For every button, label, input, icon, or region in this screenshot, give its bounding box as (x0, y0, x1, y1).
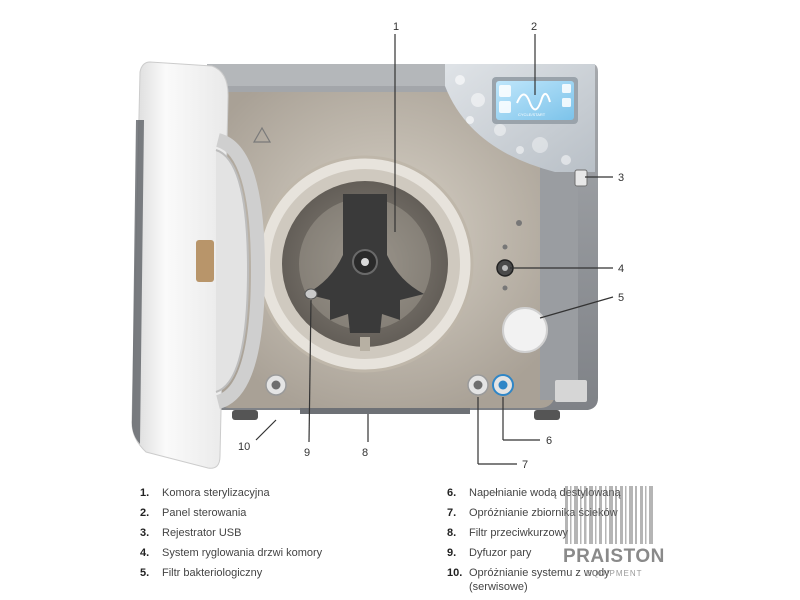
legend-number: 2. (140, 507, 150, 519)
legend-number: 10. (447, 567, 463, 579)
callout-10: 10 (238, 441, 250, 453)
chamber-door (131, 61, 266, 469)
callout-5: 5 (618, 292, 624, 304)
sterilization-chamber (256, 155, 474, 373)
legend-text: Filtr przeciwkurzowy (469, 527, 569, 539)
legend-number: 8. (447, 527, 457, 539)
callout-7: 7 (522, 459, 528, 470)
legend-item: 1. Komora sterylizacyjna (140, 483, 322, 503)
callout-1: 1 (393, 21, 399, 33)
legend-number: 6. (447, 487, 457, 499)
legend-text: Opróżnianie systemu z wody (serwisowe) (469, 567, 610, 593)
door-hinge (196, 240, 214, 282)
usb-recorder (574, 169, 588, 187)
legend-text: Rejestrator USB (162, 527, 242, 539)
legend-number: 3. (140, 527, 150, 539)
callout-8: 8 (362, 447, 368, 459)
callout-4: 4 (618, 263, 624, 275)
watermark-sub: EQUIPMENT (586, 569, 643, 578)
legend-item: 8. Filtr przeciwkurzowy (447, 523, 669, 543)
legend-text: Panel sterowania (162, 507, 247, 519)
down-icon (562, 98, 571, 107)
legend-item: 5. Filtr bakteriologiczny (140, 563, 322, 583)
menu-icon (499, 85, 511, 97)
watermark-brand: PRAISTON (563, 546, 665, 567)
legend-item: 4. System ryglowania drzwi komory (140, 543, 322, 563)
screen-label: CYCLE/START (518, 112, 546, 117)
callout-numbers: 1 2 3 4 5 6 7 8 9 10 (238, 21, 624, 470)
legend-number: 7. (447, 507, 457, 519)
warning-icon (252, 126, 272, 143)
legend-number: 4. (140, 547, 150, 559)
callout-9: 9 (304, 447, 310, 459)
steam-diffuser (304, 288, 318, 300)
legend-text: Dyfuzor pary (469, 547, 532, 559)
legend-number: 1. (140, 487, 150, 499)
leader-lines (255, 34, 614, 465)
water-connectors (265, 374, 514, 396)
legend-item: 2. Panel sterowania (140, 503, 322, 523)
autoclave-diagram: CYCLE/START (131, 21, 624, 470)
bacteriological-filter (502, 307, 548, 353)
link-icon (499, 101, 511, 113)
legend-text: Filtr bakteriologiczny (162, 567, 263, 579)
legend-item: 10. Opróżnianie systemu z wody (serwisow… (447, 566, 669, 594)
praiston-watermark: PRAISTON EQUIPMENT (560, 486, 664, 581)
legend-item: 6. Napełnianie wodą destylowaną (447, 483, 669, 503)
control-panel: CYCLE/START (445, 64, 595, 172)
up-icon (562, 84, 571, 93)
dust-filter (300, 408, 470, 414)
callout-6: 6 (546, 435, 552, 447)
legend-number: 5. (140, 567, 150, 579)
legend-text: Komora sterylizacyjna (162, 487, 270, 499)
control-screen (496, 81, 574, 120)
legend-left: 1. Komora sterylizacyjna 2. Panel sterow… (140, 483, 322, 583)
legend-item: 3. Rejestrator USB (140, 523, 322, 543)
legend-text: System ryglowania drzwi komory (162, 547, 323, 559)
legend-text: Napełnianie wodą destylowaną (469, 487, 621, 499)
barcode-icon (565, 486, 653, 544)
callout-3: 3 (618, 172, 624, 184)
wave-icon (516, 92, 551, 111)
legend-number: 9. (447, 547, 457, 559)
legend-item: 9. Dyfuzor pary (447, 543, 669, 563)
callout-2: 2 (531, 21, 537, 33)
